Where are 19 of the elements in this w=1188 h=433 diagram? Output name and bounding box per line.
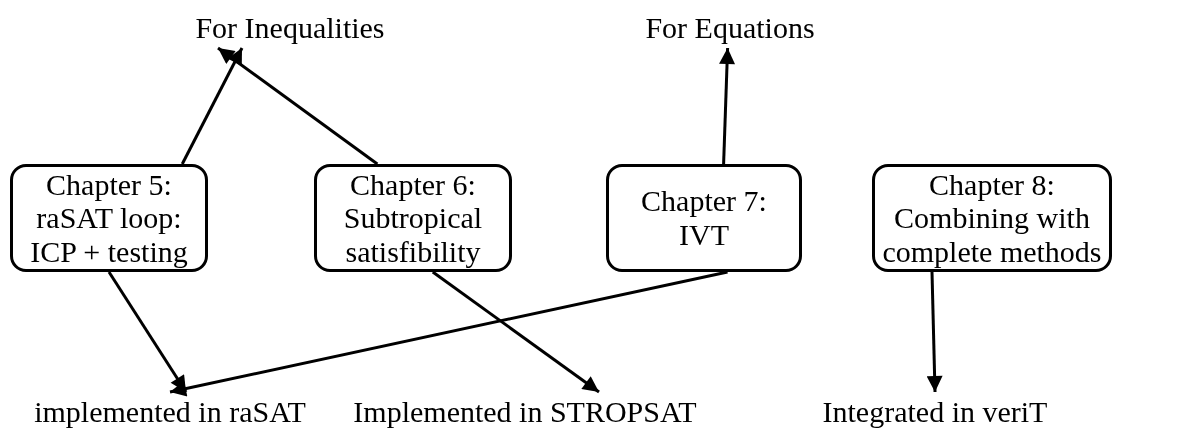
box-text: Chapter 6: Subtropical satisfibility [342,167,484,269]
arrow [107,271,188,393]
chapter-box [314,164,512,272]
arrow [169,270,728,397]
arrow [217,46,379,166]
text-label: For Equations [610,8,850,48]
box-text: Chapter 5: raSAT loop: ICP + testing [29,167,189,269]
box-text: Chapter 7: IVT [640,184,768,252]
text-label: For Inequalities [170,8,410,48]
arrow [926,271,943,393]
chapter-box [606,164,802,272]
box-text: Chapter 8: Combining with complete methods [881,167,1103,269]
chapter-box [10,164,208,272]
arrow [719,47,736,165]
text-label: Implemented in STROPSAT [340,392,710,432]
arrow [180,47,244,165]
text-label: Integrated in veriT [790,392,1080,432]
text-label: implemented in raSAT [10,392,330,432]
arrow [431,270,600,394]
